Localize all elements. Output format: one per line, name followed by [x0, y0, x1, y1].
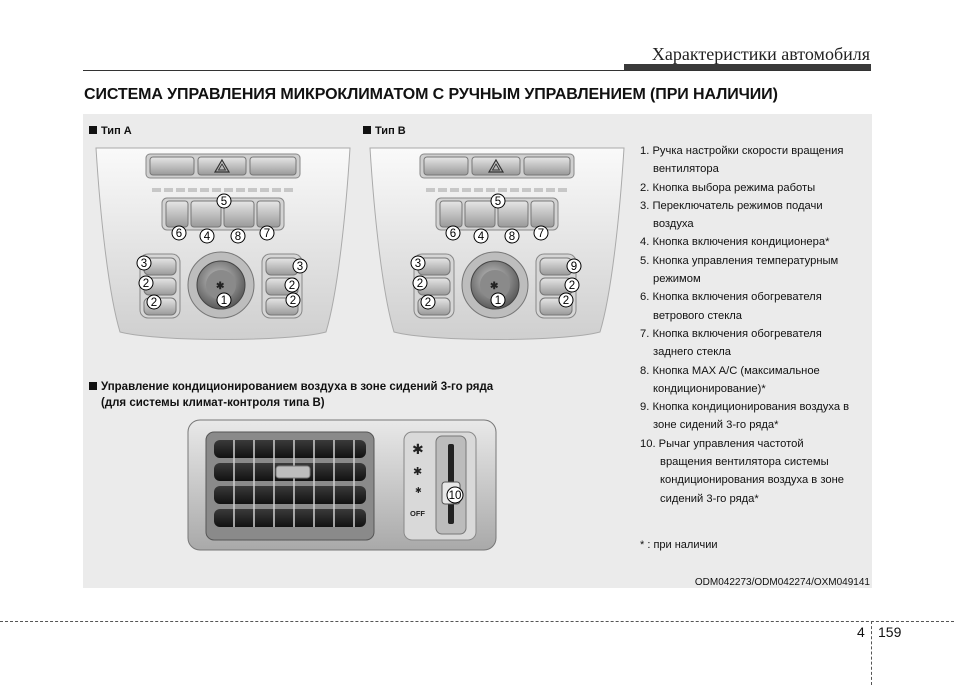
legend-item: 8. Кнопка MAX A/C (максимальное кондицио…: [640, 362, 870, 399]
header-rule-thick: [624, 64, 871, 71]
legend-item: 9. Кнопка кондиционирования воздуха в зо…: [640, 398, 870, 435]
legend-line: 5. Кнопка управления температурным: [640, 254, 839, 267]
figure-label-text: Тип В: [375, 125, 406, 137]
legend-line: 4. Кнопка включения кондиционера*: [640, 236, 830, 249]
legend-line: кондиционирования воздуха в зоне: [660, 474, 844, 487]
callout-6: 6: [176, 228, 182, 240]
footer-divider: [0, 621, 954, 622]
callout-2: 2: [425, 297, 431, 309]
third-row-vent-panel: ✱ ✱ ✱ OFF 10: [187, 419, 497, 551]
callout-5: 5: [221, 196, 227, 208]
image-reference-code: ODM042273/ODM042274/OXM049141: [694, 577, 870, 588]
callout-7: 7: [538, 228, 544, 240]
callout-4: 4: [204, 231, 211, 243]
fan-icon: ✱: [216, 281, 225, 292]
legend-line: ветрового стекла: [653, 309, 743, 322]
callout-2: 2: [569, 280, 575, 292]
page-number: 159: [878, 624, 902, 640]
third-row-caption: Управление кондиционированием воздуха в …: [89, 381, 493, 393]
callout-10: 10: [449, 490, 462, 502]
legend-item: 10. Рычаг управления частотой вращения в…: [640, 435, 870, 508]
legend-item: 3. Переключатель режимов подачи воздуха: [640, 197, 870, 234]
legend-line: вентилятора: [653, 163, 719, 176]
legend-line: 8. Кнопка MAX A/C (максимальное: [640, 364, 820, 377]
section-title: СИСТЕМА УПРАВЛЕНИЯ МИКРОКЛИМАТОМ С РУЧНЫ…: [84, 86, 778, 103]
bullet-square-icon: [89, 382, 97, 390]
fan-high-icon: ✱: [412, 441, 424, 457]
legend-line: воздуха: [653, 218, 694, 231]
fan-low-icon: ✱: [415, 486, 422, 495]
callout-2: 2: [289, 280, 295, 292]
legend-line: 3. Переключатель режимов подачи: [640, 199, 823, 212]
callout-1: 1: [495, 295, 501, 307]
footer-page-divider: [871, 621, 872, 685]
callout-2: 2: [151, 297, 157, 309]
callout-4: 4: [478, 231, 485, 243]
figure-label-type-a: Тип А: [89, 125, 132, 137]
callout-3: 3: [297, 261, 303, 273]
climate-panel-type-a: ✱: [88, 146, 358, 346]
header-rule: [83, 70, 871, 71]
climate-panel-type-b: ✱: [362, 146, 632, 346]
callout-3: 3: [415, 258, 421, 270]
callout-7: 7: [264, 228, 270, 240]
legend-line: зоне сидений 3-го ряда*: [653, 419, 779, 432]
legend-line: 6. Кнопка включения обогревателя: [640, 291, 822, 304]
callout-2: 2: [143, 278, 149, 290]
hazard-icon: [487, 158, 505, 173]
callout-2: 2: [290, 295, 296, 307]
legend-line: 10. Рычаг управления частотой: [640, 437, 804, 450]
legend-item: 5. Кнопка управления температурным режим…: [640, 252, 870, 289]
callout-9: 9: [571, 261, 577, 273]
legend-item: 1. Ручка настройки скорости вращения вен…: [640, 142, 870, 179]
legend-item: 4. Кнопка включения кондиционера*: [640, 233, 870, 251]
legend-line: 7. Кнопка включения обогревателя: [640, 327, 822, 340]
fan-medium-icon: ✱: [413, 466, 422, 478]
legend-line: 9. Кнопка кондиционирования воздуха в: [640, 401, 850, 414]
callouts-type-a: 5 6 4 8 7 3 2 2 1 3 2 2: [136, 193, 308, 310]
callout-2: 2: [417, 278, 423, 290]
legend-list: 1. Ручка настройки скорости вращения вен…: [640, 142, 870, 508]
legend-item: 6. Кнопка включения обогревателя ветрово…: [640, 288, 870, 325]
legend-item: 2. Кнопка выбора режима работы: [640, 179, 870, 197]
header-title: Характеристики автомобиля: [651, 44, 870, 64]
callout-8: 8: [509, 231, 515, 243]
callout-5: 5: [495, 196, 501, 208]
legend-item: 7. Кнопка включения обогревателя заднего…: [640, 325, 870, 362]
legend-line: 2. Кнопка выбора режима работы: [640, 181, 816, 194]
caption-line-2: (для системы климат-контроля типа В): [101, 397, 325, 409]
legend-line: сидений 3-го ряда*: [660, 492, 759, 505]
chapter-number: 4: [857, 624, 865, 640]
callouts-type-b: 5 6 4 8 7 3 2 2 1 9 2 2: [410, 193, 582, 310]
callout-3: 3: [141, 258, 147, 270]
off-label: OFF: [410, 509, 425, 518]
legend-line: кондиционирование)*: [653, 382, 766, 395]
bullet-square-icon: [89, 126, 97, 134]
callout-1: 1: [221, 295, 227, 307]
fan-icon: ✱: [490, 281, 499, 292]
figure-label-text: Тип А: [101, 125, 132, 137]
callout-2: 2: [563, 295, 569, 307]
legend-line: режимом: [653, 273, 701, 286]
figure-label-type-b: Тип В: [363, 125, 406, 137]
legend-line: заднего стекла: [653, 346, 732, 359]
callout-8: 8: [235, 231, 241, 243]
vent-tab-icon: [275, 465, 311, 479]
callout-6: 6: [450, 228, 456, 240]
caption-line-1: Управление кондиционированием воздуха в …: [101, 381, 494, 393]
footnote: * : при наличии: [640, 539, 718, 551]
hazard-icon: [213, 158, 231, 173]
bullet-square-icon: [363, 126, 371, 134]
legend-line: 1. Ручка настройки скорости вращения: [640, 145, 844, 157]
legend-line: вращения вентилятора системы: [660, 456, 829, 469]
